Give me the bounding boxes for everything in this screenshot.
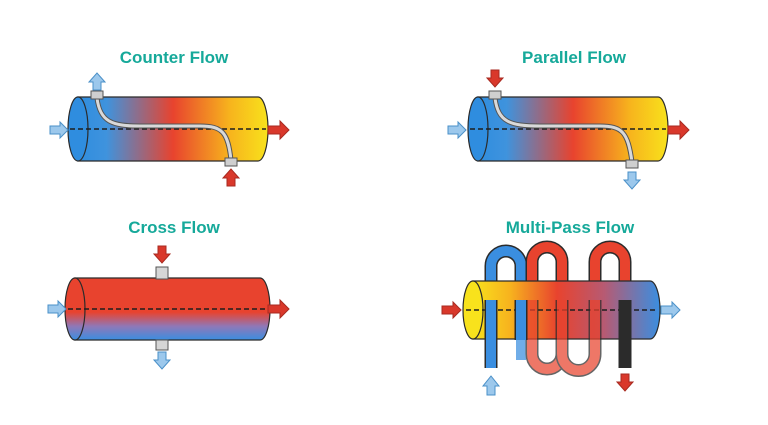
arrow-right-icon — [447, 120, 467, 140]
multi-pass-flow-diagram — [441, 240, 681, 396]
tube-nozzle — [224, 157, 238, 167]
arrow-right-icon — [660, 300, 681, 320]
counter-flow-title: Counter Flow — [119, 48, 229, 67]
arrow-down-icon — [622, 171, 642, 190]
parallel-flow-diagram — [447, 69, 690, 190]
tube-nozzle — [625, 159, 639, 169]
tube-nozzle — [488, 90, 502, 100]
arrow-down-icon — [152, 351, 172, 370]
counter-flow-diagram — [49, 72, 290, 187]
shell-nozzle — [155, 339, 169, 351]
arrow-up-icon — [481, 375, 501, 396]
tube-nozzle — [90, 90, 104, 100]
arrow-right-icon — [49, 120, 69, 140]
cross-flow-diagram — [47, 245, 290, 370]
arrow-right-icon — [441, 300, 462, 320]
arrow-right-icon — [667, 119, 690, 141]
parallel-flow-title: Parallel Flow — [522, 48, 626, 67]
arrow-down-icon — [152, 245, 172, 264]
arrow-down-icon — [485, 69, 505, 88]
arrow-right-icon — [267, 298, 290, 320]
cross-flow-title: Cross Flow — [128, 218, 220, 237]
arrow-up-icon — [87, 72, 107, 91]
arrow-down-icon — [615, 373, 635, 392]
arrow-right-icon — [47, 299, 67, 319]
shell-nozzle — [155, 266, 169, 280]
multi-pass-flow-title: Multi-Pass Flow — [505, 218, 635, 237]
arrow-right-icon — [267, 119, 290, 141]
arrow-up-icon — [221, 168, 241, 187]
